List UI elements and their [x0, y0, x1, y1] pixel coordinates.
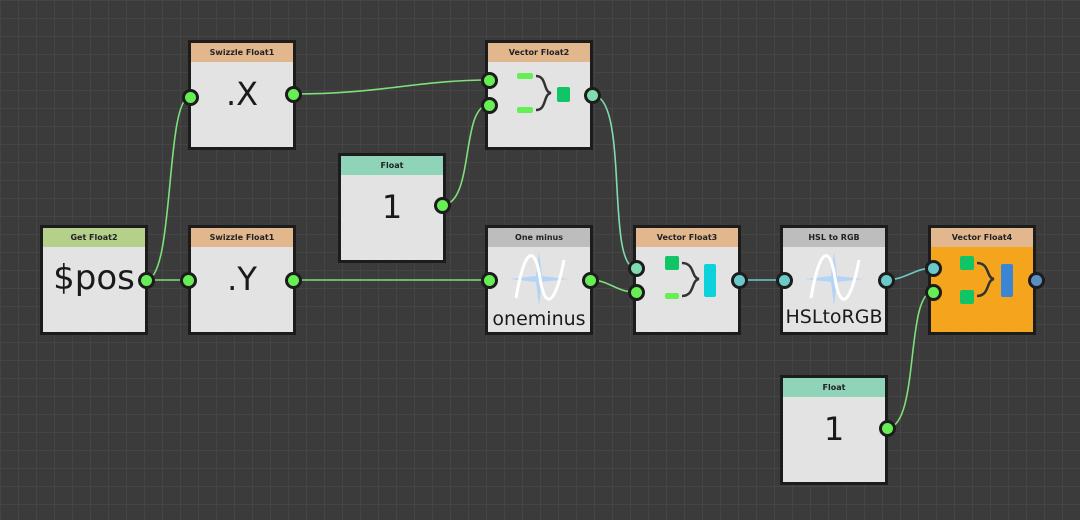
output-port[interactable] — [879, 420, 896, 437]
node-title: Float — [783, 378, 885, 397]
node-title: Get Float2 — [43, 228, 145, 247]
vector-combine-icon — [517, 73, 570, 113]
output-port[interactable] — [584, 87, 601, 104]
input-port[interactable] — [481, 97, 498, 114]
node-title: Float — [341, 156, 443, 175]
output-port[interactable] — [434, 197, 451, 214]
input-port[interactable] — [180, 272, 197, 289]
output-port[interactable] — [582, 272, 599, 289]
node-title: One minus — [488, 228, 590, 247]
node-title: HSL to RGB — [783, 228, 885, 247]
node-vector-float4[interactable]: Vector Float4 — [928, 225, 1036, 335]
input-port[interactable] — [925, 260, 942, 277]
node-value: oneminus — [492, 308, 586, 330]
function-wave-icon — [510, 252, 568, 306]
output-port[interactable] — [285, 86, 302, 103]
wire-float-to-vf4 — [886, 291, 934, 429]
wire-pos-to-x — [145, 96, 191, 281]
node-swizzle-y[interactable]: Swizzle Float1 .Y — [188, 225, 296, 335]
input-port[interactable] — [481, 272, 498, 289]
node-value: HSLtoRGB — [785, 306, 883, 328]
node-hsl-to-rgb[interactable]: HSL to RGB HSLtoRGB — [780, 225, 888, 335]
node-value: 1 — [823, 410, 845, 448]
node-value: $pos — [53, 258, 135, 298]
vector-combine-icon — [665, 256, 716, 299]
node-vector-float3[interactable]: Vector Float3 — [633, 225, 741, 335]
node-title: Vector Float4 — [931, 228, 1033, 247]
node-title: Vector Float2 — [488, 43, 590, 62]
wire-float-to-vf2 — [441, 104, 490, 206]
node-swizzle-x[interactable]: Swizzle Float1 .X — [188, 40, 296, 150]
input-port[interactable] — [776, 272, 793, 289]
node-value: 1 — [381, 188, 403, 226]
output-port[interactable] — [1028, 272, 1045, 289]
node-get-float2[interactable]: Get Float2 $pos — [40, 225, 148, 335]
node-title: Vector Float3 — [636, 228, 738, 247]
output-port[interactable] — [878, 272, 895, 289]
node-title: Swizzle Float1 — [191, 43, 293, 62]
node-title: Swizzle Float1 — [191, 228, 293, 247]
vector-combine-icon — [960, 256, 1013, 304]
node-value: .Y — [227, 260, 257, 298]
function-wave-icon — [805, 252, 863, 306]
node-vector-float2[interactable]: Vector Float2 — [485, 40, 593, 150]
node-float-top[interactable]: Float 1 — [338, 153, 446, 263]
output-port[interactable] — [138, 272, 155, 289]
input-port[interactable] — [925, 284, 942, 301]
output-port[interactable] — [731, 272, 748, 289]
input-port[interactable] — [628, 284, 645, 301]
input-port[interactable] — [628, 260, 645, 277]
input-port[interactable] — [182, 89, 199, 106]
node-one-minus[interactable]: One minus oneminus — [485, 225, 593, 335]
wire-vf2-to-vf3 — [591, 94, 637, 269]
output-port[interactable] — [285, 272, 302, 289]
wire-x-to-vf2 — [292, 79, 490, 95]
input-port[interactable] — [481, 72, 498, 89]
node-float-bottom[interactable]: Float 1 — [780, 375, 888, 485]
node-value: .X — [225, 75, 259, 113]
